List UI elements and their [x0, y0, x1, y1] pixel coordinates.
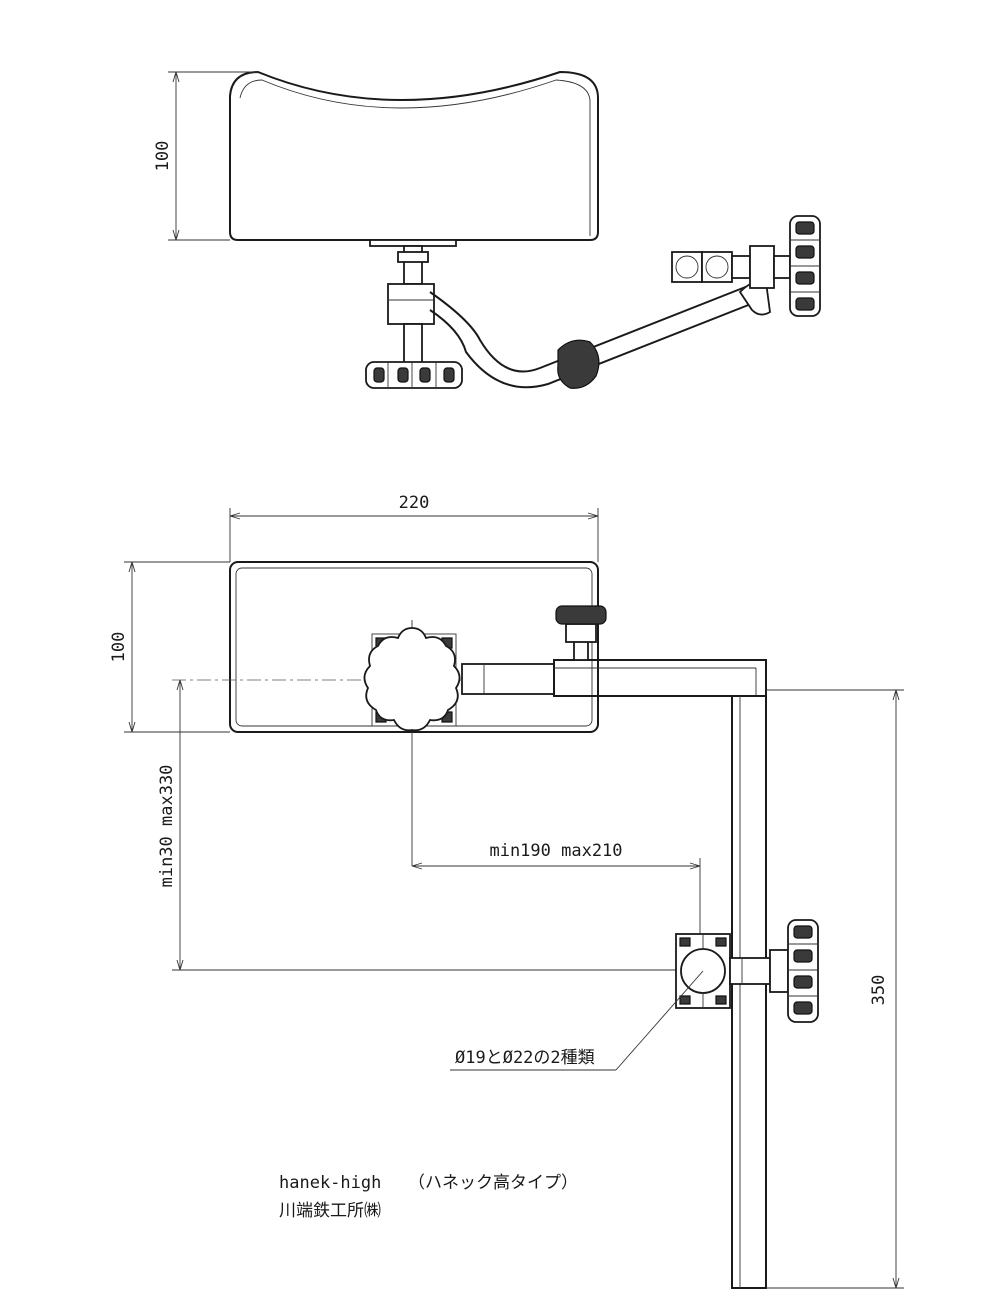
clamp-note-leader: Ø19とØ22の2種類 [450, 970, 704, 1071]
lower-clamp [675, 933, 771, 1009]
front-arm-inner [461, 663, 555, 695]
top-pad-inner-line [239, 79, 591, 236]
horizontal-range-dimension: min190 max210 [411, 841, 701, 940]
top-clamp-collar [731, 255, 751, 279]
top-curved-arm [429, 285, 749, 373]
front-width-label: 220 [399, 493, 430, 513]
post-height-label: 350 [869, 975, 889, 1006]
top-curved-arm-inner [429, 301, 757, 389]
vertical-range-dimension: min30 max330 [157, 679, 700, 971]
post-height-dimension: 350 [766, 689, 904, 1289]
title-block: hanek-high （ハネック高タイプ） 川端鉄工所㈱ [279, 1173, 578, 1221]
top-clamp-square-2 [701, 251, 733, 283]
top-view: 100 [153, 70, 821, 389]
clamp-note-label: Ø19とØ22の2種類 [455, 1048, 595, 1068]
front-pad [229, 561, 599, 733]
front-width-dimension: 220 [229, 493, 599, 562]
front-height-dimension: 100 [109, 561, 230, 733]
top-clamp-body [749, 245, 775, 289]
top-pad-outline [229, 70, 599, 241]
front-arm-main [553, 659, 767, 697]
front-small-knob-icon [555, 605, 607, 661]
top-height-label: 100 [153, 141, 173, 172]
top-clamp-square-1 [671, 251, 703, 283]
top-side-knob-icon [773, 215, 821, 317]
front-vertical-post [731, 695, 767, 1289]
top-arm-joint-knob-icon [557, 339, 600, 389]
model-name: hanek-high [279, 1173, 381, 1193]
front-view: 220 100 [109, 493, 904, 1289]
front-star-knob-icon [363, 627, 461, 732]
vertical-range-label: min30 max330 [157, 765, 177, 888]
top-clamp-block [387, 283, 435, 325]
front-height-label: 100 [109, 632, 129, 663]
top-height-dimension: 100 [153, 71, 258, 241]
model-note: （ハネック高タイプ） [408, 1173, 578, 1193]
top-bottom-knob-icon [365, 361, 463, 389]
horizontal-range-label: min190 max210 [489, 841, 622, 861]
lower-side-knob-icon [769, 919, 819, 1023]
top-stem-nut [397, 251, 429, 263]
company-name: 川端鉄工所㈱ [279, 1201, 381, 1221]
top-lower-stem [403, 323, 423, 365]
